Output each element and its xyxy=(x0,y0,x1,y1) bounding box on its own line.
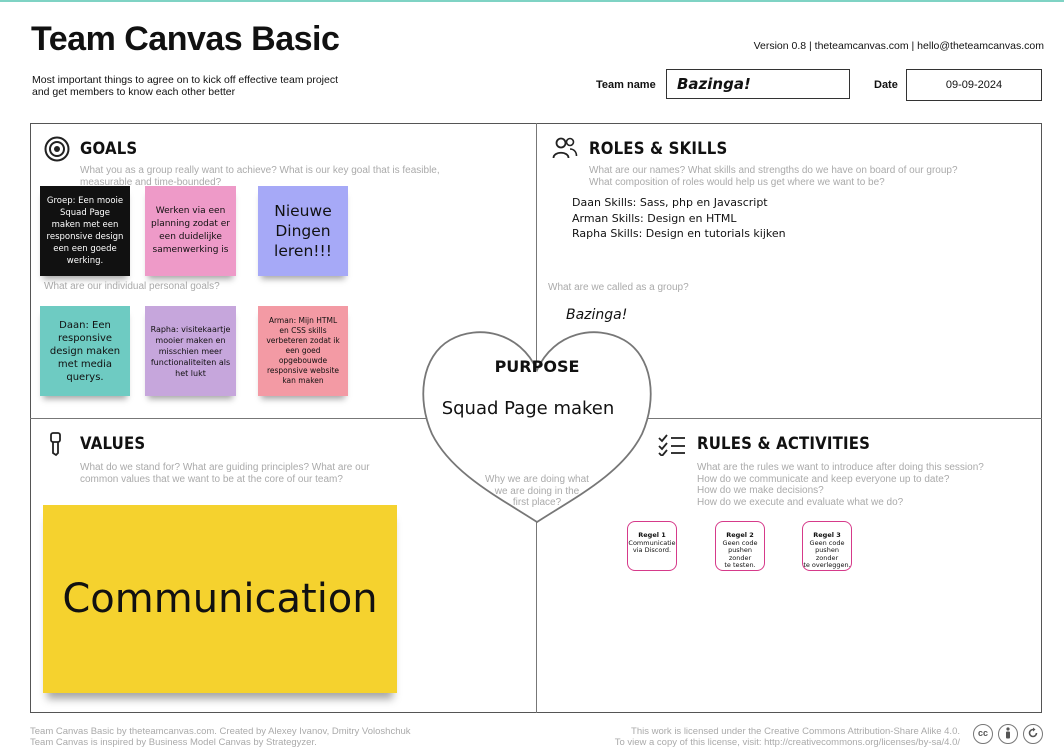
sticky-note-daan[interactable]: Daan: Een responsive design maken met me… xyxy=(40,306,130,396)
sticky-note-arman[interactable]: Arman: Mijn HTML en CSS skills verbetere… xyxy=(258,306,348,396)
team-name-label: Team name xyxy=(596,79,656,91)
skill-line: Daan Skills: Sass, php en Javascript xyxy=(572,196,768,209)
sticky-note-rapha[interactable]: Rapha: visitekaartje mooier maken en mis… xyxy=(145,306,236,396)
version-info: Version 0.8 | theteamcanvas.com | hello@… xyxy=(753,40,1044,52)
team-name-field[interactable]: Bazinga! xyxy=(666,69,850,99)
purpose-text: Squad Page maken xyxy=(441,398,615,419)
sticky-note-group-goal[interactable]: Groep: Een mooie Squad Page maken met ee… xyxy=(40,186,130,276)
sa-icon xyxy=(1023,724,1043,744)
page-title: Team Canvas Basic xyxy=(31,20,340,58)
footer-credits: Team Canvas Basic by theteamcanvas.com. … xyxy=(30,726,411,748)
skills-list: Daan Skills: Sass, php en Javascript Arm… xyxy=(572,195,786,242)
rule-card-3[interactable]: Regel 3 Geen code pushen zonder te overl… xyxy=(802,521,852,571)
group-name: Bazinga! xyxy=(566,307,628,323)
top-accent-line xyxy=(0,0,1064,2)
sticky-note-communication[interactable]: Communication xyxy=(43,505,397,693)
pin-icon xyxy=(48,431,64,461)
rule-card-2[interactable]: Regel 2 Geen code pushen zonder te teste… xyxy=(715,521,765,571)
values-hint: What do we stand for? What are guiding p… xyxy=(80,462,370,485)
group-name-hint: What are we called as a group? xyxy=(548,282,689,293)
rules-title: RULES & ACTIVITIES xyxy=(697,434,871,454)
skill-line: Rapha Skills: Design en tutorials kijken xyxy=(572,227,786,240)
skill-line: Arman Skills: Design en HTML xyxy=(572,211,737,225)
goals-title: GOALS xyxy=(80,139,138,159)
personal-goals-hint: What are our individual personal goals? xyxy=(44,281,220,292)
checklist-icon xyxy=(658,434,686,460)
target-icon xyxy=(44,136,70,166)
rules-hint: What are the rules we want to introduce … xyxy=(697,462,984,508)
date-label: Date xyxy=(874,79,898,91)
sticky-note-learn[interactable]: Nieuwe Dingen leren!!! xyxy=(258,186,348,276)
page-subtitle: Most important things to agree on to kic… xyxy=(32,74,339,98)
sticky-note-planning[interactable]: Werken via een planning zodat er een dui… xyxy=(145,186,236,276)
roles-title: ROLES & SKILLS xyxy=(589,139,728,159)
purpose-title: PURPOSE xyxy=(494,357,580,376)
rule-card-1[interactable]: Regel 1 Communicatie via Discord. xyxy=(627,521,677,571)
date-field[interactable]: 09-09-2024 xyxy=(906,69,1042,101)
roles-hint: What are our names? What skills and stre… xyxy=(589,165,958,188)
values-title: VALUES xyxy=(80,434,146,454)
people-icon xyxy=(552,136,578,164)
purpose-heart-shape xyxy=(422,331,652,524)
goals-hint: What you as a group really want to achie… xyxy=(80,165,440,188)
cc-icon: cc xyxy=(973,724,993,744)
footer-license: This work is licensed under the Creative… xyxy=(614,726,960,748)
by-icon xyxy=(998,724,1018,744)
